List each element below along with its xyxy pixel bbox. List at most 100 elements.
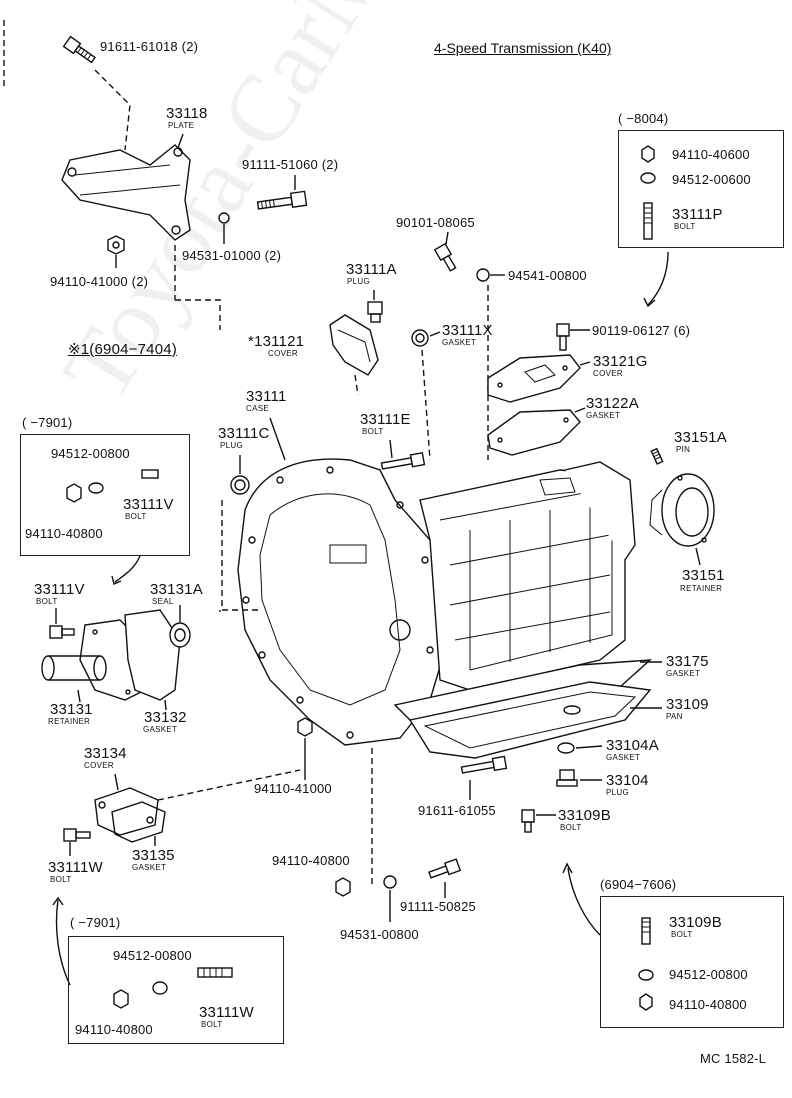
- label-33111C: 33111C: [218, 425, 270, 442]
- label-33131: 33131: [50, 701, 93, 718]
- label-33135: 33135: [132, 847, 175, 864]
- bolt-33111E-shape: [380, 451, 426, 470]
- label-33111W: 33111W: [48, 859, 103, 876]
- label-33111E: 33111E: [360, 411, 411, 428]
- bolt-33109B-shape: [521, 809, 535, 833]
- leader: [429, 331, 441, 337]
- box-br-bolt: BOLT: [671, 930, 693, 939]
- leader: [574, 407, 586, 413]
- label-33109B: 33109B: [558, 807, 611, 824]
- washer-94531-00800-shape: [383, 875, 397, 889]
- nut-94110-40800-shape: [335, 877, 351, 897]
- sub-33109: PAN: [666, 712, 683, 721]
- leader: [421, 349, 431, 461]
- box-tr-bolt: BOLT: [674, 222, 696, 231]
- page-title: 4-Speed Transmission (K40): [434, 40, 612, 56]
- bolt-90119-06127-shape: [556, 323, 570, 351]
- leader: [269, 417, 286, 461]
- label-33109: 33109: [666, 696, 709, 713]
- sub-33111C: PLUG: [220, 441, 243, 450]
- label-33104A: 33104A: [606, 737, 659, 754]
- leader: [175, 299, 221, 330]
- sub-33111W: BOLT: [50, 875, 72, 884]
- bolt-91611-61055-shape: [460, 755, 508, 774]
- label-33111X: 33111X: [442, 322, 493, 339]
- box-bl-bolt: BOLT: [201, 1020, 223, 1029]
- box-br: 33109B BOLT 94512-00800 94110-40800: [600, 896, 784, 1028]
- cover-131121-shape: [329, 314, 379, 376]
- label-33121G: 33121G: [593, 353, 648, 370]
- plate-33118-shape: [61, 144, 191, 241]
- label-91111-50825: 91111-50825: [400, 899, 476, 914]
- leader: [575, 745, 603, 749]
- sub-33118: PLATE: [168, 121, 195, 130]
- box-bl-item-1: 94512-00800: [113, 948, 192, 963]
- gasket-33111X-shape: [411, 329, 429, 347]
- box-ml: 94512-00800 94110-40800 33111V BOLT: [20, 434, 190, 556]
- leader: [114, 773, 119, 791]
- box-bl-item-3: 33111W: [199, 1004, 254, 1021]
- sub-33111X: GASKET: [442, 338, 477, 347]
- label-33151A: 33151A: [674, 429, 727, 446]
- label-33111: 33111: [246, 388, 287, 405]
- reference-code: MC 1582-L: [700, 1051, 767, 1066]
- sub-33111: CASE: [246, 404, 269, 413]
- gasket-33122A-shape: [487, 409, 581, 456]
- box-bl-item-2: 94110-40800: [75, 1022, 153, 1037]
- label-94531-01000: 94531-01000 (2): [182, 248, 282, 263]
- seal-33131A-shape: [169, 622, 191, 648]
- leader: [177, 133, 184, 149]
- sub-33131A: SEAL: [152, 597, 174, 606]
- label-90101-08065: 90101-08065: [396, 215, 475, 230]
- bolt-91111-50825-shape: [428, 858, 462, 879]
- note-range: ※1(6904−7404): [68, 341, 177, 358]
- bolt-33111W-shape: [63, 828, 91, 842]
- box-bl: 94512-00800 94110-40800 33111W BOLT: [68, 936, 284, 1044]
- arrow-box-bl: [55, 899, 71, 986]
- pin-33151A-shape: [650, 447, 664, 465]
- nut-94110-41000b-shape: [297, 717, 313, 737]
- sub-33134: COVER: [84, 761, 114, 770]
- label-131121: *131121: [248, 333, 305, 350]
- label-33151: 33151: [682, 567, 725, 584]
- washer-94531-01000-shape: [218, 212, 230, 224]
- case-33111-shape: [237, 458, 636, 746]
- sub-33111A: PLUG: [347, 277, 370, 286]
- label-33111V: 33111V: [34, 581, 85, 598]
- box-ml-item-2: 94110-40800: [25, 526, 103, 541]
- bolt-91611-61018-shape: [62, 35, 96, 64]
- washer-94541-00800-shape: [476, 268, 490, 282]
- label-91611-61018: 91611-61018 (2): [100, 39, 199, 54]
- label-91111-51060: 91111-51060 (2): [242, 157, 339, 172]
- sub-131121: COVER: [268, 349, 298, 358]
- box-ml-item-1: 94512-00800: [51, 446, 130, 461]
- box-ml-bolt: BOLT: [125, 512, 147, 521]
- leader: [389, 439, 393, 459]
- arrow-box-br: [567, 867, 601, 936]
- sub-33175: GASKET: [666, 669, 701, 678]
- bolt-90101-08065-shape: [433, 242, 457, 272]
- leader: [695, 547, 701, 566]
- label-94110-41000: 94110-41000 (2): [50, 274, 149, 289]
- nut-94110-41000-shape: [107, 235, 125, 255]
- sub-33131: RETAINER: [48, 717, 91, 726]
- sub-33121G: COVER: [593, 369, 623, 378]
- cover-33121G-shape: [487, 354, 581, 403]
- sub-33151A: PIN: [676, 445, 691, 454]
- box-bl-shapes: [113, 967, 233, 1009]
- label-91611-61055: 91611-61055: [418, 803, 496, 818]
- label-94541-00800: 94541-00800: [508, 268, 587, 283]
- plug-33111C-shape: [230, 475, 250, 495]
- cover-33134-shape: [94, 787, 159, 836]
- box-bl-range: ( −7901): [70, 915, 121, 930]
- label-33111A: 33111A: [346, 261, 397, 278]
- label-33131A: 33131A: [150, 581, 203, 598]
- label-33175: 33175: [666, 653, 709, 670]
- arrow-box-ml: [114, 555, 141, 583]
- leader: [579, 361, 591, 366]
- box-br-item-3: 94110-40800: [669, 997, 747, 1012]
- leader: [445, 231, 449, 245]
- leader: [77, 689, 81, 703]
- box-ml-item-3: 33111V: [123, 496, 174, 513]
